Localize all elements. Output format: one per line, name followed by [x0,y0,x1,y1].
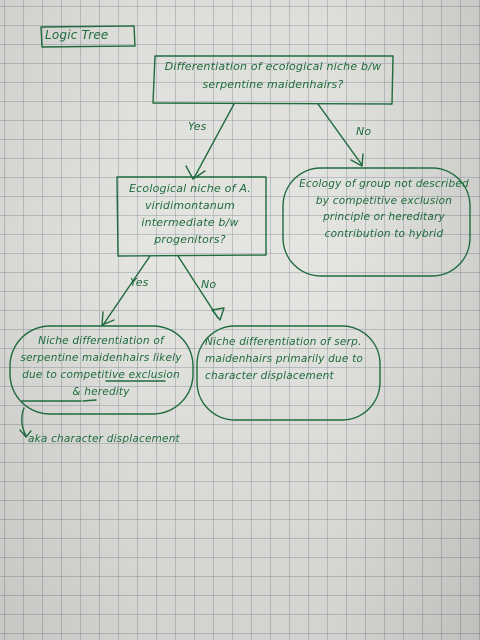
question-1-box [152,55,394,105]
annotation-arrow [21,407,27,437]
yes-label-2: Yes [130,276,149,289]
annotation-text: aka character displacement [28,433,180,445]
yes-label-1: Yes [188,120,207,133]
outcome-q2-no-oval [196,325,381,421]
yes-arrow-1 [193,103,235,179]
diagram-title: Logic Tree [45,28,109,42]
no-arrow-1 [317,103,363,166]
outcome-q1-no-oval [282,167,471,277]
yes-arrow-2 [102,255,151,326]
outcome-q2-no-text: Niche differentiation of serp. maidenhai… [205,336,364,382]
outcome-q2-yes-oval [9,325,194,415]
no-label-2: No [201,278,217,291]
no-label-1: No [356,125,372,138]
no-arrow-2 [177,255,219,319]
question-1-text: Differentiation of ecological niche b/w … [164,60,382,91]
question-2-box [116,176,267,257]
outcome-q1-no-text: Ecology of group not described by compet… [299,178,469,240]
question-2-text: Ecological niche of A. viridimontanum in… [129,182,251,246]
outcome-q2-yes-text: Niche differentiation of serpentine maid… [20,335,182,398]
title-box [40,25,136,48]
